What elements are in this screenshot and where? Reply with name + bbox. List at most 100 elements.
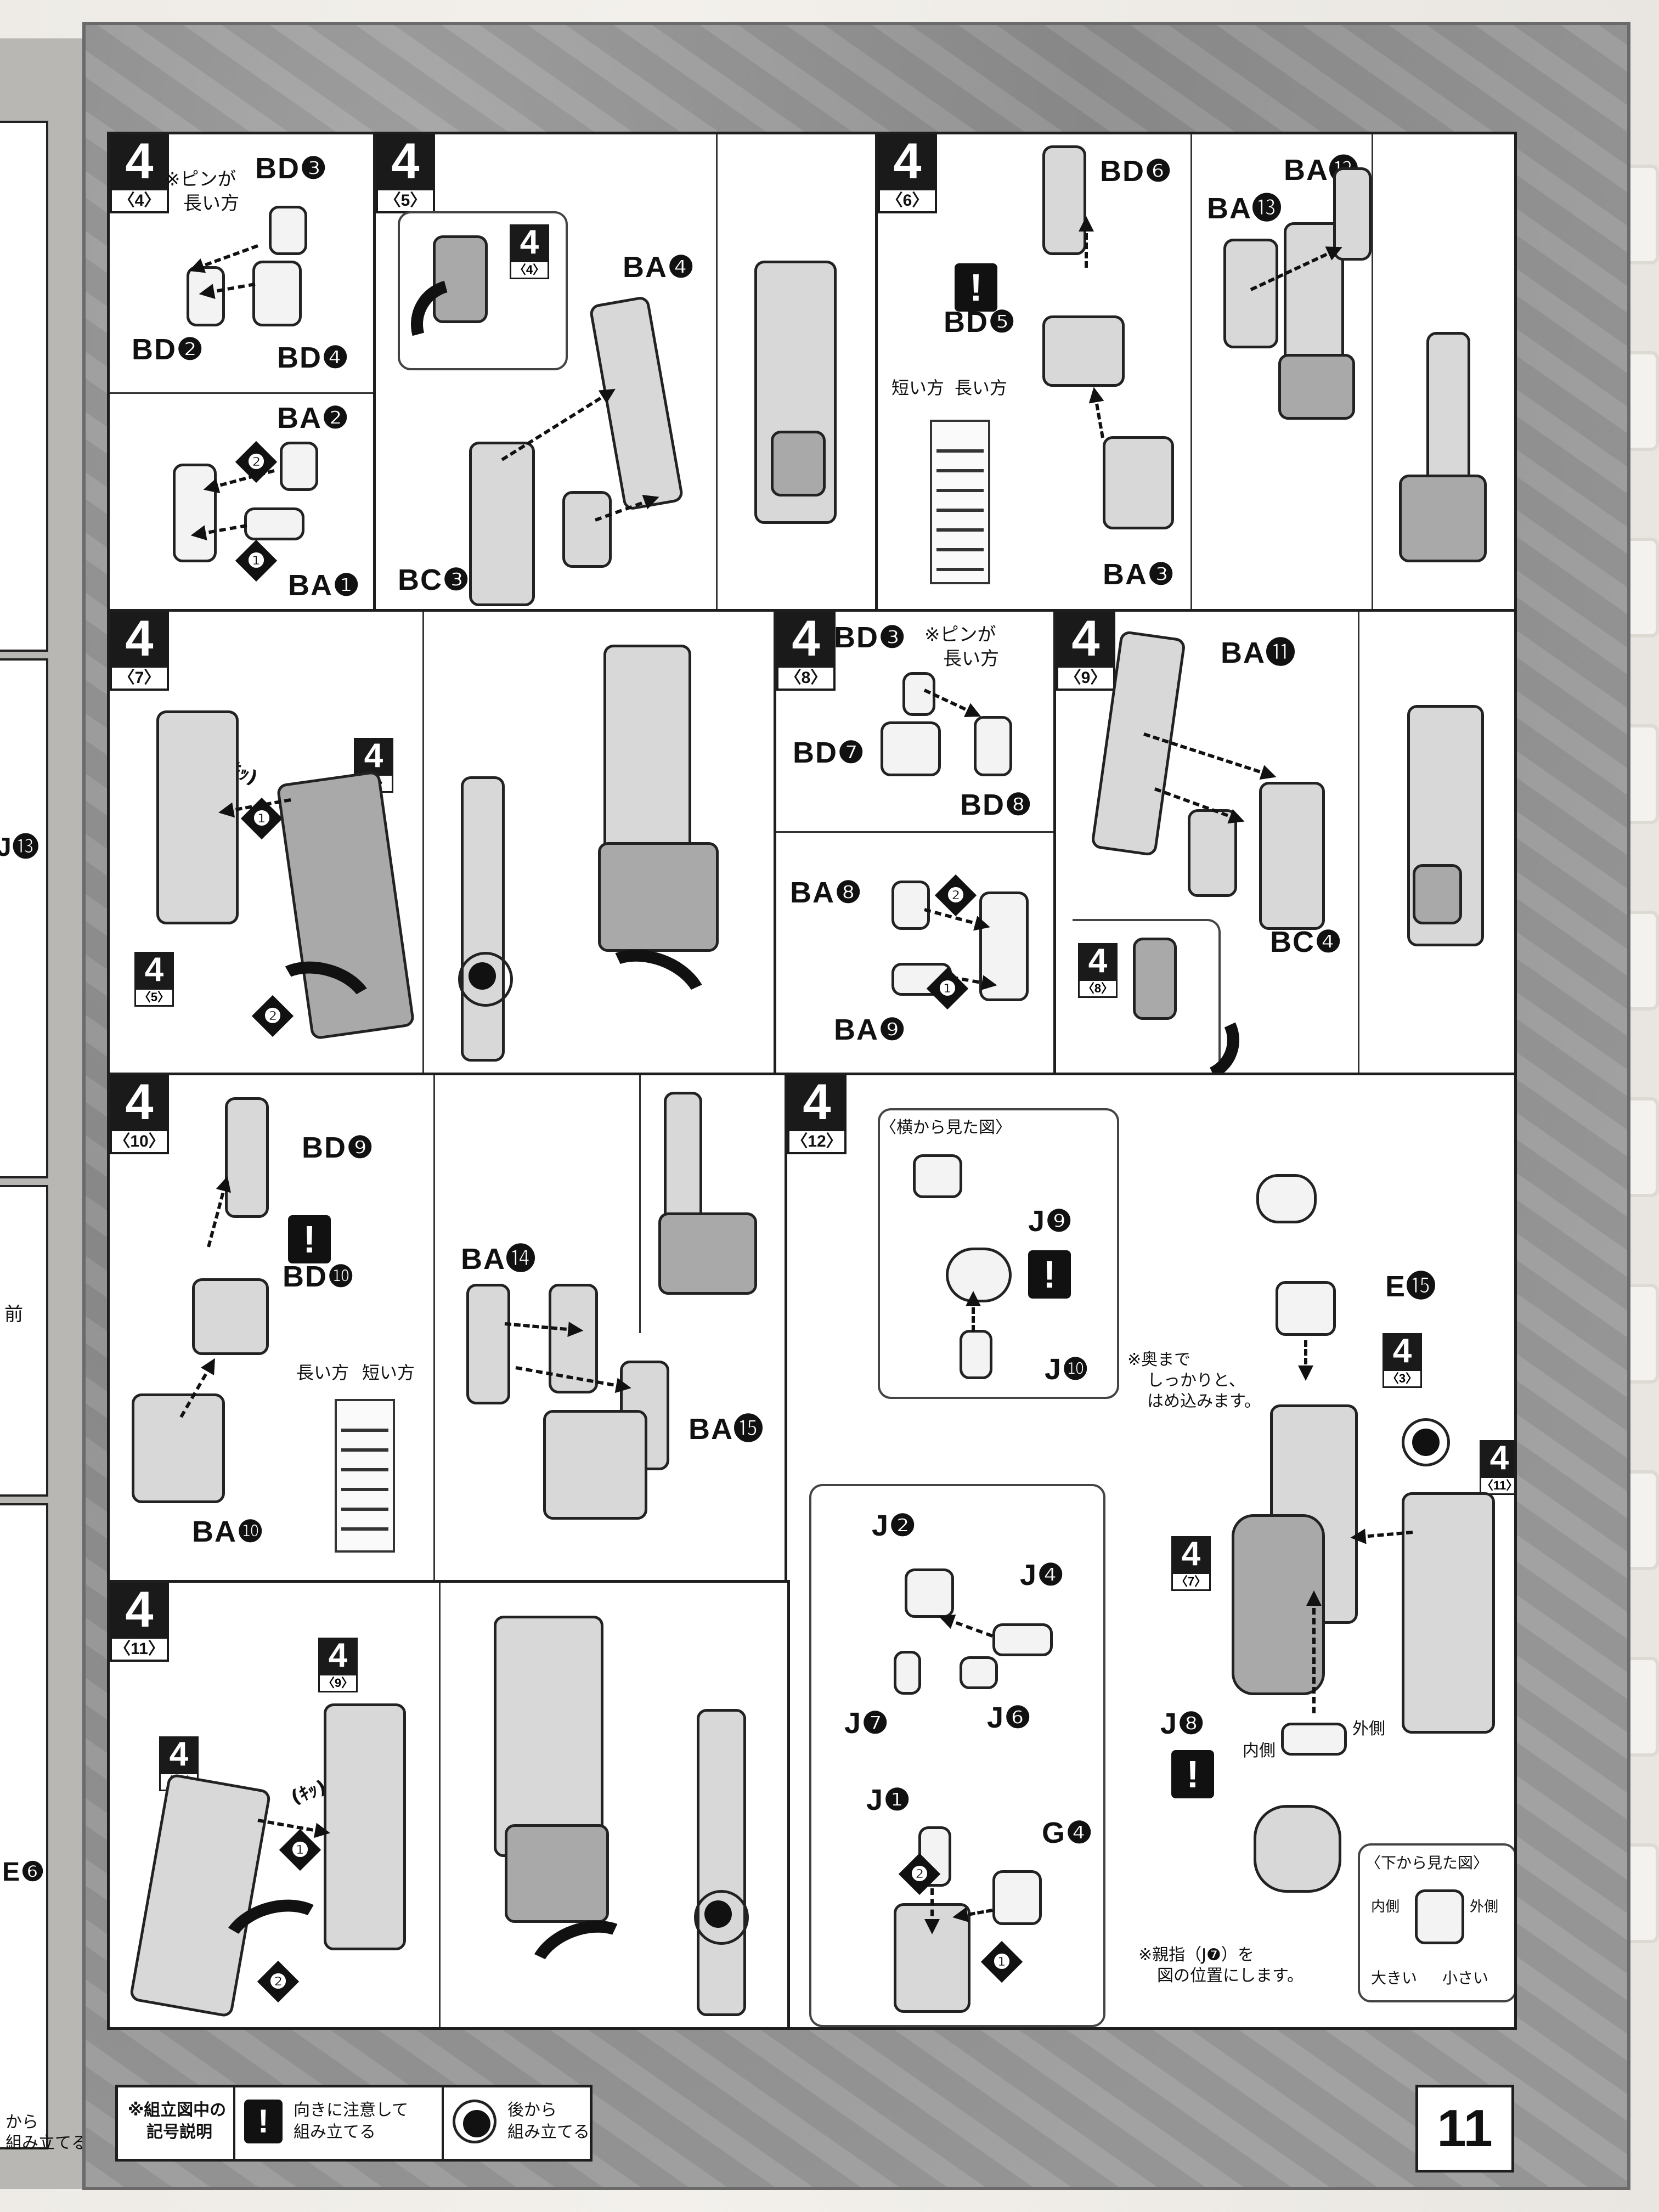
sequence-marker: ❷ bbox=[898, 1853, 941, 1895]
divider bbox=[776, 831, 1053, 833]
step-number: 4 〈7〉 bbox=[110, 612, 169, 691]
insert-arrow bbox=[1085, 224, 1088, 268]
part-result-arm bbox=[603, 645, 691, 875]
part-ba13 bbox=[1223, 239, 1278, 348]
step-number: 4 〈9〉 bbox=[1056, 612, 1115, 691]
insert-arrow bbox=[257, 1819, 323, 1833]
label-g4: G❹ bbox=[1042, 1816, 1094, 1849]
divider bbox=[433, 1075, 435, 1580]
caution-icon: ! bbox=[1028, 1250, 1071, 1299]
bottom-small-label: 小さい bbox=[1442, 1969, 1489, 1987]
label-ba11: BA⓫ bbox=[1221, 636, 1296, 669]
reference-step: 4 〈4〉 bbox=[510, 224, 549, 279]
part-ba3 bbox=[1103, 436, 1174, 529]
reference-step: 4 〈8〉 bbox=[1078, 943, 1118, 998]
insert-arrow bbox=[1093, 394, 1104, 438]
panel-step-4-12: 4 〈12〉 〈横から見た図〉 J❾ ! J❿ E⓯ ※奥まで しっかりと、 は… bbox=[785, 1073, 1517, 2030]
label-bd9: BD❾ bbox=[302, 1131, 375, 1164]
part-hinge-sub bbox=[562, 491, 612, 568]
part-ba1 bbox=[244, 507, 304, 540]
left-label-j13: J⓭ bbox=[0, 833, 40, 862]
ruler-label-short: 短い方 bbox=[362, 1362, 415, 1383]
left-label-e6: E❻ bbox=[2, 1858, 46, 1887]
part-hinge bbox=[1133, 938, 1177, 1020]
part-bc3 bbox=[469, 442, 535, 606]
part-result-block bbox=[658, 1212, 757, 1295]
label-bd7: BD❼ bbox=[793, 736, 866, 769]
pin-note: ※ピンが 長い方 bbox=[924, 624, 999, 670]
insert-arrow bbox=[195, 244, 259, 270]
label-j8: J❽ bbox=[1160, 1707, 1206, 1740]
panel-step-4-4: 4 〈4〉 ※ピンが 長い方 BD❸ BD❷ BD❹ BA❷ BA❶ ❷ ❶ bbox=[107, 132, 376, 614]
divider bbox=[110, 392, 373, 394]
label-bd8: BD❽ bbox=[960, 788, 1033, 821]
sequence-marker: ❷ bbox=[235, 441, 278, 483]
label-j7: J❼ bbox=[844, 1707, 890, 1740]
divider bbox=[716, 134, 718, 612]
pin-note: ※ピンが 長い方 bbox=[165, 168, 239, 215]
part-ba8 bbox=[891, 881, 930, 930]
panel-step-4-9: 4 〈9〉 BA⓫ BC❹ 4 〈8〉 bbox=[1053, 609, 1517, 1075]
part-j2 bbox=[905, 1568, 954, 1618]
part-hinge bbox=[433, 235, 488, 323]
part-bd9 bbox=[225, 1097, 269, 1218]
part-result-arm bbox=[494, 1616, 603, 1857]
caution-icon: ! bbox=[1171, 1750, 1214, 1798]
ruler-label-long: 長い方 bbox=[955, 377, 1008, 398]
legend-back: 後から 組み立てる bbox=[442, 2087, 590, 2159]
sequence-marker: ❷ bbox=[934, 874, 977, 917]
sequence-marker: ❶ bbox=[926, 967, 969, 1010]
reference-step: 4 〈9〉 bbox=[318, 1638, 358, 1692]
part-assembled-left bbox=[173, 464, 217, 562]
label-ba4: BA❹ bbox=[623, 251, 696, 284]
insert-arrow bbox=[1312, 1598, 1316, 1713]
inset-detail: 4 〈4〉 bbox=[394, 211, 568, 386]
reference-step: 4 〈5〉 bbox=[134, 952, 174, 1007]
part-j6 bbox=[960, 1656, 998, 1689]
side-view-inset: 〈横から見た図〉 J❾ ! J❿ bbox=[878, 1108, 1119, 1399]
caution-icon: ! bbox=[244, 2100, 283, 2143]
part-side-armor bbox=[1402, 1492, 1495, 1734]
part-bd4 bbox=[252, 261, 302, 326]
previous-page-panel: E❻ bbox=[0, 1503, 48, 2149]
legend-title: ※組立図中の 記号説明 bbox=[118, 2087, 235, 2159]
insert-arrow bbox=[972, 1299, 975, 1331]
rotate-arrow bbox=[516, 1905, 655, 2025]
part-j10 bbox=[960, 1330, 992, 1379]
label-j2: J❷ bbox=[872, 1509, 917, 1542]
previous-page-panel: J⓭ bbox=[0, 658, 48, 1178]
insert-arrow bbox=[207, 1183, 227, 1248]
divider bbox=[1190, 134, 1192, 612]
part-ba14 bbox=[466, 1284, 510, 1404]
label-ba15: BA⓯ bbox=[689, 1413, 764, 1446]
panel-step-4-10: 4 〈10〉 BD❾ ! BD❿ BA❿ 長い方 短い方 BA⓮ BA⓯ bbox=[107, 1073, 790, 1583]
part-bd3 bbox=[269, 206, 307, 255]
part-result bbox=[1407, 705, 1484, 946]
panel-step-4-6: 4 〈6〉 ! BD❻ BD❺ BA❸ BA⓬ BA⓭ 短い方 長い方 bbox=[875, 132, 1517, 614]
part-hand-bottom bbox=[1415, 1889, 1464, 1944]
back-assembly-icon bbox=[453, 2100, 496, 2143]
reference-step: 4 〈7〉 bbox=[1171, 1536, 1211, 1591]
bottom-inner-label: 内側 bbox=[1371, 1899, 1400, 1915]
side-view-title: 〈横から見た図〉 bbox=[880, 1118, 1012, 1137]
part-result-arm bbox=[1426, 332, 1470, 496]
part-j7 bbox=[894, 1651, 921, 1695]
divider bbox=[639, 1075, 641, 1333]
part-hand bbox=[1254, 1805, 1341, 1893]
insert-arrow bbox=[930, 1888, 934, 1927]
pin-ruler bbox=[930, 420, 990, 584]
part-g4 bbox=[992, 1870, 1042, 1925]
insert-arrow bbox=[960, 1909, 993, 1918]
label-j1: J❶ bbox=[866, 1784, 912, 1816]
label-ba2: BA❷ bbox=[277, 402, 350, 435]
part-result-block bbox=[1399, 475, 1487, 562]
label-bc4: BC❹ bbox=[1270, 926, 1343, 958]
legend-caution: ! 向きに注意して 組み立てる bbox=[233, 2087, 444, 2159]
thumb-note: ※親指（J❼）を 図の位置にします。 bbox=[1138, 1945, 1304, 1985]
insert-arrow bbox=[501, 391, 610, 461]
part-e15 bbox=[1276, 1281, 1336, 1336]
part-bd5 bbox=[1042, 315, 1125, 387]
detail-circle bbox=[458, 952, 513, 1007]
part-arm-open bbox=[324, 1703, 406, 1950]
part-ba10 bbox=[132, 1393, 225, 1503]
